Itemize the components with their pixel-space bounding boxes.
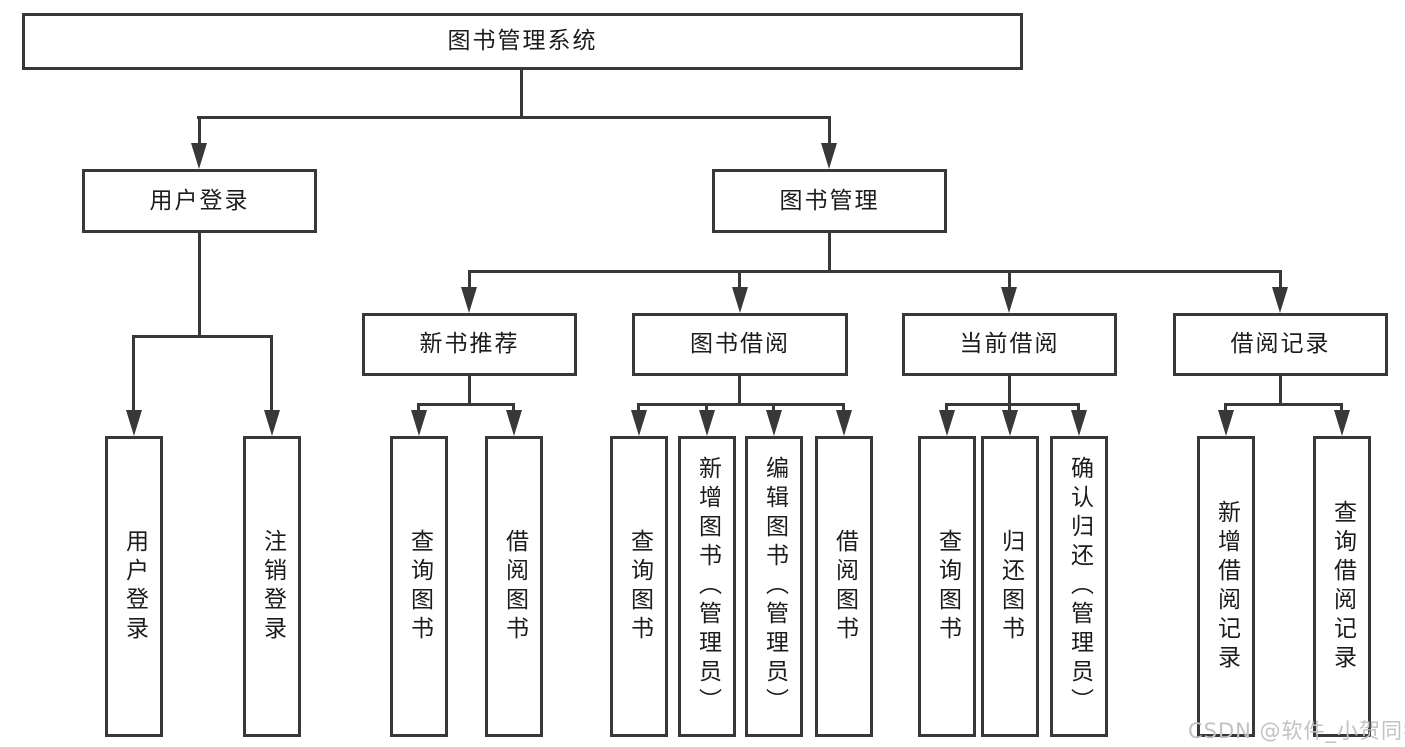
leaf-logout: 注销登录 <box>243 436 301 737</box>
arrow-down-icon <box>126 410 142 436</box>
connector-line <box>198 233 201 337</box>
node-current-borrowing: 当前借阅 <box>902 313 1117 376</box>
arrow-down-icon <box>506 410 522 436</box>
leaf-query-books-borrowing: 查询图书 <box>610 436 668 737</box>
connector-line <box>828 116 831 145</box>
arrow-down-icon <box>1071 410 1087 436</box>
connector-line <box>1008 403 1011 412</box>
connector-line <box>772 403 775 412</box>
node-label: 查询图书 <box>626 528 653 645</box>
leaf-add-book-admin: 新增图书（管理员） <box>678 436 736 737</box>
connector-line <box>842 403 845 412</box>
connector-line <box>417 403 420 412</box>
arrow-down-icon <box>766 410 782 436</box>
connector-line <box>738 270 741 290</box>
arrow-down-icon <box>411 410 427 436</box>
node-label: 查询借阅记录 <box>1329 499 1356 674</box>
node-book-management: 图书管理 <box>712 169 947 233</box>
arrow-down-icon <box>264 410 280 436</box>
connector-line <box>468 270 471 290</box>
arrow-down-icon <box>836 410 852 436</box>
node-label: 确认归还（管理员） <box>1066 456 1093 717</box>
arrow-down-icon <box>1272 287 1288 313</box>
connector-line <box>705 403 708 412</box>
arrow-down-icon <box>1218 410 1234 436</box>
connector-line <box>417 403 515 406</box>
arrow-down-icon <box>699 410 715 436</box>
leaf-confirm-return-admin: 确认归还（管理员） <box>1050 436 1108 737</box>
connector-line <box>945 403 1080 406</box>
connector-line <box>637 403 640 412</box>
node-label: 借阅图书 <box>831 528 858 645</box>
arrow-down-icon <box>821 143 837 169</box>
leaf-borrow-books-borrowing: 借阅图书 <box>815 436 873 737</box>
leaf-edit-book-admin: 编辑图书（管理员） <box>745 436 803 737</box>
arrow-down-icon <box>1001 287 1017 313</box>
connector-line <box>1279 376 1282 405</box>
connector-line <box>132 335 135 413</box>
arrow-down-icon <box>461 287 477 313</box>
node-label: 新增借阅记录 <box>1213 499 1240 674</box>
leaf-query-borrow-record: 查询借阅记录 <box>1313 436 1371 737</box>
connector-line <box>512 403 515 412</box>
node-label: 查询图书 <box>934 528 961 645</box>
node-label: 借阅记录 <box>1230 331 1331 357</box>
leaf-query-books-current: 查询图书 <box>918 436 976 737</box>
leaf-add-borrow-record: 新增借阅记录 <box>1197 436 1255 737</box>
connector-line <box>270 335 273 413</box>
node-label: 用户登录 <box>121 528 148 645</box>
connector-line <box>1008 270 1011 290</box>
connector-line <box>468 376 471 405</box>
arrow-down-icon <box>1002 410 1018 436</box>
connector-line <box>468 270 1282 273</box>
node-label: 图书管理 <box>779 187 880 214</box>
node-label: 新书推荐 <box>419 331 520 357</box>
node-label: 新增图书（管理员） <box>694 456 721 717</box>
node-user-login: 用户登录 <box>82 169 317 233</box>
node-label: 编辑图书（管理员） <box>761 456 788 717</box>
leaf-query-books-recommend: 查询图书 <box>390 436 448 737</box>
node-new-book-recommend: 新书推荐 <box>362 313 577 376</box>
connector-line <box>1008 376 1011 405</box>
arrow-down-icon <box>939 410 955 436</box>
connector-line <box>197 116 831 119</box>
leaf-user-login: 用户登录 <box>105 436 163 737</box>
node-label: 归还图书 <box>997 528 1024 645</box>
node-label: 图书管理系统 <box>447 28 598 54</box>
node-book-borrowing: 图书借阅 <box>632 313 848 376</box>
arrow-down-icon <box>732 287 748 313</box>
leaf-return-book: 归还图书 <box>981 436 1039 737</box>
connector-line <box>1224 403 1343 406</box>
node-borrowing-records: 借阅记录 <box>1173 313 1388 376</box>
connector-line <box>1279 270 1282 290</box>
connector-line <box>738 376 741 405</box>
node-label: 图书借阅 <box>690 331 790 357</box>
leaf-borrow-books-recommend: 借阅图书 <box>485 436 543 737</box>
connector-line <box>1340 403 1343 412</box>
connector-line <box>132 335 273 338</box>
node-label: 查询图书 <box>406 528 433 645</box>
arrow-down-icon <box>191 143 207 169</box>
connector-line <box>1224 403 1227 412</box>
connector-line <box>828 233 831 272</box>
arrow-down-icon <box>631 410 647 436</box>
node-label: 用户登录 <box>149 187 250 214</box>
connector-line <box>637 403 845 406</box>
node-library-system: 图书管理系统 <box>22 13 1023 70</box>
arrow-down-icon <box>1334 410 1350 436</box>
node-label: 借阅图书 <box>501 528 528 645</box>
watermark-text: CSDN @软件_小贺同学 <box>1188 719 1405 743</box>
connector-line <box>520 70 523 118</box>
connector-line <box>1077 403 1080 412</box>
connector-line <box>198 116 201 145</box>
node-label: 注销登录 <box>259 528 286 645</box>
node-label: 当前借阅 <box>959 331 1060 357</box>
connector-line <box>945 403 948 412</box>
